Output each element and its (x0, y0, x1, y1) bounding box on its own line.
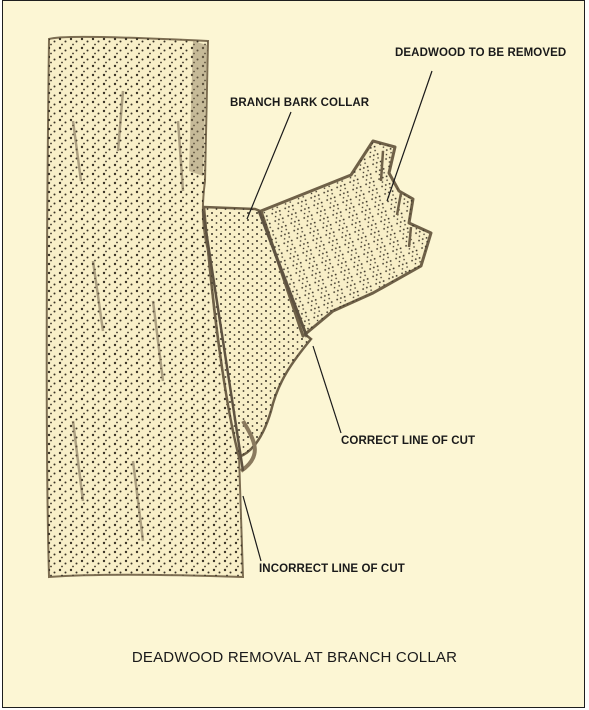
correct-cut-label: CORRECT LINE OF CUT (341, 435, 475, 447)
deadwood-leader-line (387, 71, 432, 201)
diagram-caption: DEADWOOD REMOVAL AT BRANCH COLLAR (3, 649, 585, 666)
incorrect-cut-label: INCORRECT LINE OF CUT (259, 563, 405, 575)
incorrect-leader-line (243, 496, 261, 561)
deadwood-label: DEADWOOD TO BE REMOVED (395, 47, 566, 59)
collar-label: BRANCH BARK COLLAR (230, 97, 369, 109)
correct-leader-line (313, 346, 341, 433)
